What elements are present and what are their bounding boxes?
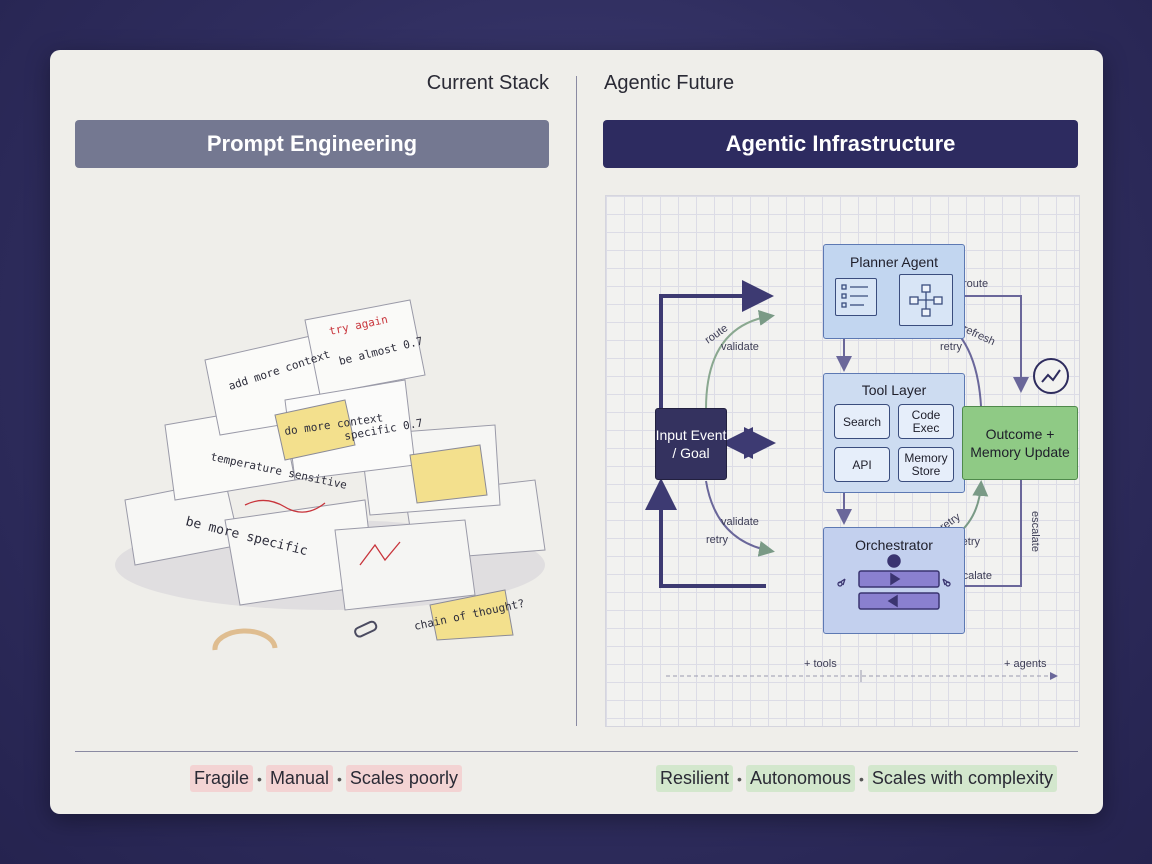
tool-layer-title: Tool Layer xyxy=(861,382,927,398)
tool-api: API xyxy=(834,447,890,482)
orchestrator-title: Orchestrator xyxy=(855,537,933,553)
bullet-separator: • xyxy=(859,770,864,787)
outcome-line2: Memory Update xyxy=(970,444,1070,460)
planner-agent-node: Planner Agent xyxy=(823,244,965,339)
workflow-loop-icon xyxy=(837,554,951,610)
tool-search: Search xyxy=(834,404,890,439)
edge-label-escalate: escalate xyxy=(1029,511,1041,552)
trait-tag: Resilient xyxy=(656,765,734,792)
checklist-icon xyxy=(835,278,877,316)
tool-layer-node: Tool Layer Search Code Exec API Memory S… xyxy=(823,373,965,493)
axis-label-end: + agents xyxy=(1004,658,1047,670)
agentic-future-heading: Agentic Future xyxy=(604,72,735,94)
planner-agent-title: Planner Agent xyxy=(850,254,938,270)
edge-label-validate: validate xyxy=(721,341,759,353)
comparison-card: Current Stack Agentic Future Prompt Engi… xyxy=(50,50,1103,814)
trait-tag: Manual xyxy=(265,765,333,792)
paper-pile-illustration: try again add more context temperature s… xyxy=(115,299,546,651)
bullet-separator: • xyxy=(737,770,742,787)
outcome-line1: Outcome + xyxy=(985,426,1055,442)
outcome-node: Outcome + Memory Update xyxy=(962,406,1078,480)
edge-label-validate: validate xyxy=(721,516,759,528)
footer-divider xyxy=(75,751,1078,752)
tool-memory-store: Memory Store xyxy=(898,447,954,482)
edge-label-retry: retry xyxy=(940,341,963,353)
network-graph-icon xyxy=(899,274,953,326)
tool-code-exec: Code Exec xyxy=(898,404,954,439)
trend-chart-icon xyxy=(1033,358,1069,394)
bullet-separator: • xyxy=(257,770,262,787)
trait-tag: Fragile xyxy=(190,765,254,792)
orchestrator-node: Orchestrator xyxy=(823,527,965,634)
architecture-diagram: route route validate retry refresh valid… xyxy=(605,195,1080,727)
trait-tag: Autonomous xyxy=(745,765,856,792)
agentic-future-traits: Resilient • Autonomous • Scales with com… xyxy=(656,765,1057,792)
column-divider xyxy=(576,76,577,726)
current-stack-heading: Current Stack xyxy=(426,72,549,94)
input-event-line2: / Goal xyxy=(672,445,710,461)
prompt-engineering-banner: Prompt Engineering xyxy=(75,120,549,168)
trait-tag: Scales poorly xyxy=(345,765,462,792)
edge-label-retry: retry xyxy=(706,534,729,546)
current-stack-traits: Fragile • Manual • Scales poorly xyxy=(190,765,462,792)
axis-label-start: + tools xyxy=(804,658,837,670)
input-event-node: Input Event / Goal xyxy=(655,408,727,480)
agentic-infrastructure-banner: Agentic Infrastructure xyxy=(603,120,1078,168)
input-event-line1: Input Event xyxy=(655,427,727,443)
edge-label-route: route xyxy=(963,278,988,290)
trait-tag: Scales with complexity xyxy=(867,765,1057,792)
bullet-separator: • xyxy=(336,770,342,787)
